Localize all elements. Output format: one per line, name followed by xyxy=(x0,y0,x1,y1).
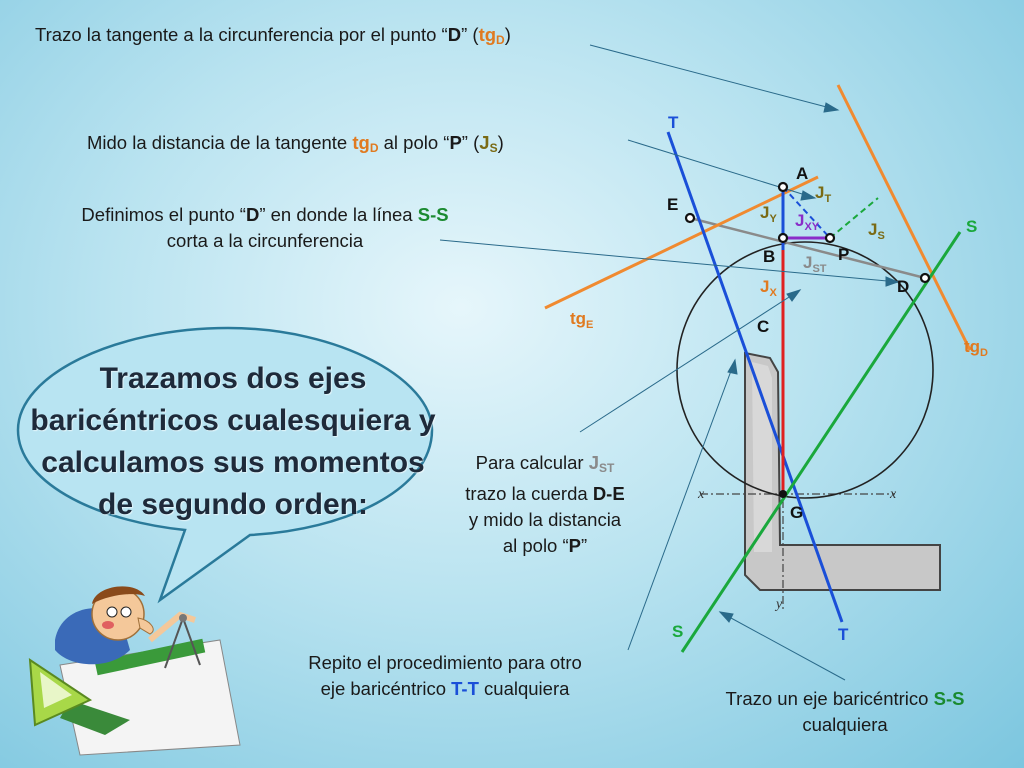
segment-js-dashed xyxy=(829,197,879,239)
label-c: C xyxy=(757,317,769,336)
label-g: G xyxy=(790,503,803,522)
angle-profile xyxy=(744,351,941,591)
label-jx: JX xyxy=(760,277,777,299)
label-a: A xyxy=(796,164,808,183)
note-distance-p: Mido la distancia de la tangente tgD al … xyxy=(87,132,504,155)
engineer-illustration xyxy=(28,586,241,756)
label-t-bottom: T xyxy=(838,625,849,644)
bubble-line2: baricéntricos cualesquiera y xyxy=(30,404,436,437)
note-repeat: Repito el procedimiento para otro eje ba… xyxy=(250,650,640,702)
centroid-point xyxy=(779,490,787,498)
label-tg-e: tgE xyxy=(570,309,593,331)
tangent-e-line xyxy=(544,175,819,310)
note-define-d-line1: Definimos el punto “D” en donde la línea… xyxy=(81,204,449,225)
label-jxy: JXY xyxy=(795,211,820,233)
chord-de xyxy=(689,216,926,280)
annotation-arrows xyxy=(439,44,900,681)
note-jst: Para calcular JST trazo la cuerda D-E y … xyxy=(440,450,650,559)
point-markers xyxy=(684,181,931,284)
note-define-d: Definimos el punto “D” en donde la línea… xyxy=(30,202,500,254)
note-repeat-line1: Repito el procedimiento para otro xyxy=(308,652,582,673)
bubble-text: Trazamos dos ejes baricéntricos cualesqu… xyxy=(28,358,438,526)
label-jst: JST xyxy=(803,253,827,275)
note-axis-ss: Trazo un eje baricéntrico S-S cualquiera xyxy=(690,686,1000,738)
speech-bubble xyxy=(16,326,434,604)
label-p: P xyxy=(838,245,849,264)
label-e: E xyxy=(667,195,678,214)
note-repeat-line2: eje baricéntrico T-T cualquiera xyxy=(320,678,570,699)
note-define-d-line2: corta a la circunferencia xyxy=(166,230,364,251)
label-t-top: T xyxy=(668,113,679,132)
tangent-d-line xyxy=(836,84,972,351)
bubble-line4: de segundo orden: xyxy=(98,488,368,521)
note-tangent-d: Trazo la tangente a la circunferencia po… xyxy=(35,24,511,47)
label-s-bottom: S xyxy=(672,622,683,641)
label-b: B xyxy=(763,247,775,266)
label-s-right: S xyxy=(966,217,977,236)
bubble-line3: calculamos sus momentos xyxy=(41,446,425,479)
label-jt: JT xyxy=(815,183,831,205)
label-jy: JY xyxy=(760,203,777,225)
label-y-bottom: y xyxy=(774,597,783,612)
note-axis-ss-line1: Trazo un eje baricéntrico S-S xyxy=(725,688,965,709)
axis-s-line xyxy=(680,231,962,653)
note-jst-line2: trazo la cuerda D-E xyxy=(465,483,625,504)
label-js: JS xyxy=(868,220,885,242)
label-x-left: x xyxy=(697,487,705,502)
bubble-line1: Trazamos dos ejes xyxy=(99,362,367,395)
label-d: D xyxy=(897,277,909,296)
label-tg-d: tgD xyxy=(964,337,988,359)
axis-t-line xyxy=(666,131,844,623)
note-axis-ss-line2: cualquiera xyxy=(802,714,888,735)
note-jst-line4: al polo “P” xyxy=(502,535,588,556)
mohr-circle xyxy=(676,241,934,499)
segment-jt-dashed xyxy=(782,186,831,239)
note-jst-line3: y mido la distancia xyxy=(468,509,622,530)
note-jst-line1: Para calcular JST xyxy=(475,452,615,475)
label-x-right: x xyxy=(889,487,897,502)
